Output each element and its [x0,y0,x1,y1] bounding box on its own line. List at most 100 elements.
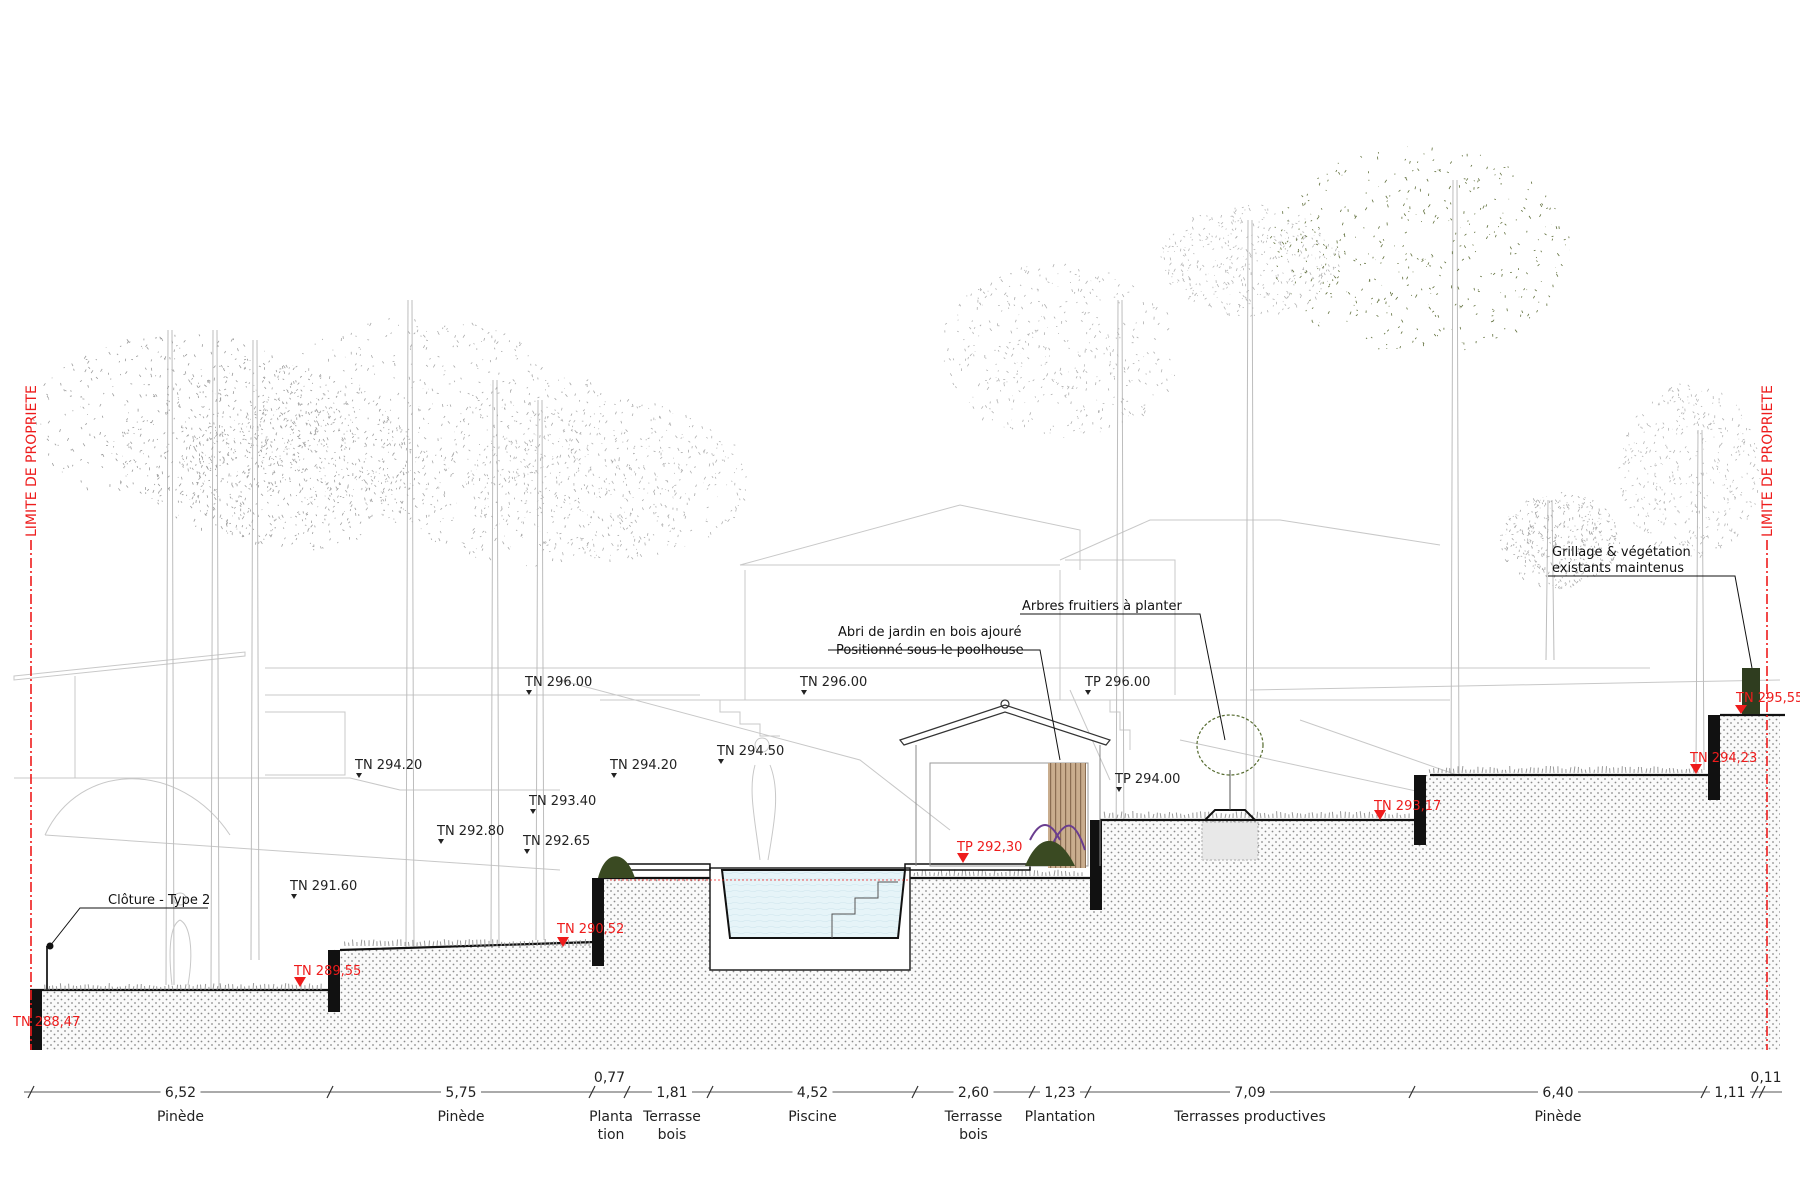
dimension-tick [706,1085,714,1099]
annotation-arbres: Arbres fruitiers à planter [1022,599,1182,614]
tree-trunk [1695,429,1705,771]
svg-text:TN 289,55: TN 289,55 [293,964,361,979]
elevation-marker: TN 292.65 [522,834,590,854]
dimension-value: 1,81 [656,1085,687,1101]
elevation-marker: TN 294.50 [716,744,784,764]
tree-trunk [165,329,175,986]
trees-layer [32,146,1761,991]
fruit-tree [1196,714,1264,861]
tree-foliage [264,318,578,525]
leader-grillage [1548,575,1753,669]
dimension-value: 1,11 [1714,1085,1745,1101]
lavender-planter [598,856,635,878]
tree-foliage [181,395,421,551]
retaining-wall [30,990,42,1050]
zone-label: Plantation [1025,1109,1096,1125]
svg-text:TN 294,23: TN 294,23 [1689,751,1757,766]
svg-text:TN 294.50: TN 294.50 [716,744,784,759]
svg-text:TN 295,55: TN 295,55 [1735,691,1800,706]
tree-trunk [1545,499,1555,661]
tree-foliage [1269,146,1570,351]
zone-label: Terrasse [944,1109,1003,1125]
dimension-label-bg [953,1084,994,1100]
svg-text:TP 294.00: TP 294.00 [1114,772,1180,787]
zone-label: Pinède [157,1109,204,1125]
zone-label: Pinède [1534,1109,1581,1125]
dimension-tick [623,1085,631,1099]
elevation-marker: TP 292,30 [956,840,1022,863]
dimension-label-bg [792,1084,833,1100]
zone-label: Planta [589,1109,633,1125]
elevation-marker: TN 293,17 [1373,799,1441,820]
people-silhouettes [169,737,777,986]
dimension-tick [1408,1085,1416,1099]
dimension-value: 0,11 [1750,1070,1781,1086]
svg-text:TN 296.00: TN 296.00 [524,675,592,690]
zone-label: bois [959,1127,988,1143]
svg-text:TN 296.00: TN 296.00 [799,675,867,690]
svg-text:TN 291.60: TN 291.60 [289,879,357,894]
property-limit-right: LIMITE DE PROPRIETE [1760,385,1776,1050]
elevation-marker: TN 292.80 [436,824,504,844]
svg-text:TN 288,47: TN 288,47 [12,1015,80,1030]
elevation-marker: TN 294,23 [1689,751,1757,774]
elevation-marker: TN 296.00 [799,675,867,695]
svg-text:TN 293.40: TN 293.40 [528,794,596,809]
dimension-value: 6,52 [165,1085,196,1101]
svg-text:TN 290,52: TN 290,52 [556,922,624,937]
annotation-abri-line1: Abri de jardin en bois ajouré [838,625,1021,640]
svg-text:TP 296.00: TP 296.00 [1084,675,1150,690]
elevation-marker: TN 288,47 [12,1015,80,1030]
dimension-tick [1751,1085,1759,1099]
dimension-value: 1,23 [1044,1085,1075,1101]
retaining-wall [1414,775,1426,845]
svg-text:TN 293,17: TN 293,17 [1373,799,1441,814]
zone-label: Pinède [437,1109,484,1125]
dimension-label-bg [1710,1084,1750,1100]
elevation-marker: TP 294.00 [1114,772,1180,792]
tree-foliage [122,363,397,538]
zone-label: Terrasse [642,1109,701,1125]
zone-label: Terrasses productives [1173,1109,1326,1125]
dimension-tick [326,1085,334,1099]
tree-foliage [1160,204,1340,317]
tree-trunk [490,379,500,946]
dimension-value: 5,75 [445,1085,476,1101]
dimension-tick [1758,1085,1766,1099]
tree-trunk [405,299,415,951]
leader-abri [828,649,1061,761]
annotation-abri-line2: Positionné sous le poolhouse [836,643,1024,658]
tree-trunk [535,399,545,941]
poolhouse [898,699,1112,868]
retaining-wall [328,950,340,1012]
dimension-value: 2,60 [958,1085,989,1101]
svg-text:TN 294.20: TN 294.20 [354,758,422,773]
dimension-label-bg [1230,1084,1270,1100]
property-limit-label: LIMITE DE PROPRIETE [24,385,40,537]
dimension-label-bg [441,1084,481,1100]
elevation-markers-red: TN 288,47 TN 289,55 TN 290,52 TP 292,30 … [12,691,1800,1030]
swimming-pool [609,863,1031,971]
existing-hedge [1742,668,1760,714]
dimension-tick [27,1085,35,1099]
dimension-tick [1028,1085,1036,1099]
svg-text:TN 292.80: TN 292.80 [436,824,504,839]
annotation-grillage-line1: Grillage & végétation [1552,545,1691,560]
dimension-label-bg [1538,1084,1578,1100]
background-buildings [13,504,1781,871]
svg-text:TN 294.20: TN 294.20 [609,758,677,773]
dimension-value: 4,52 [797,1085,828,1101]
dimension-label-bg [652,1084,692,1100]
zone-label: bois [658,1127,687,1143]
svg-text:TN 292.65: TN 292.65 [522,834,590,849]
dimension-value: 0,77 [594,1070,625,1086]
annotation-grillage-line2: existants maintenus [1552,561,1684,576]
elevation-marker: TN 289,55 [293,964,361,987]
elevation-marker: TN 291.60 [289,879,357,899]
tree-foliage [378,377,697,567]
tree-foliage [470,401,747,563]
tree-trunk [210,329,220,991]
fence-type-2 [46,907,208,990]
